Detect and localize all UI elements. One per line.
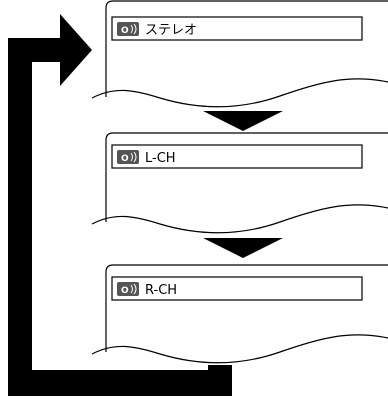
screen-panel-1-mode-bar — [111, 16, 363, 41]
screen-3-mode-label: R-CH — [145, 283, 177, 298]
down-arrow-1 — [203, 111, 283, 131]
screen-panel-3: O R-CH — [91, 264, 388, 364]
screen-panel-1-wave — [91, 78, 388, 108]
speaker-badge-label: O — [121, 154, 129, 164]
down-arrow-2 — [203, 238, 283, 258]
screen-2-mode-label: L-CH — [145, 151, 176, 166]
speaker-badge-label: O — [121, 286, 129, 296]
screen-panel-3-wave — [91, 334, 388, 364]
speaker-badge-label: O — [121, 26, 129, 36]
screen-panel-3-border — [105, 264, 388, 352]
screen-panel-1-border — [105, 0, 388, 97]
loop-back-arrow — [8, 14, 232, 396]
speaker-icon: O — [117, 150, 139, 164]
screen-panel-1: O ステレオ — [91, 0, 388, 108]
speaker-icon: O — [117, 22, 139, 36]
screen-panel-2-mode-bar — [111, 144, 363, 169]
speaker-icon: O — [117, 282, 139, 296]
screen-panel-3-mode-bar — [111, 276, 363, 301]
screen-1-mode-label: ステレオ — [145, 23, 197, 38]
screen-panel-2-wave — [91, 204, 388, 234]
screen-panel-2: O L-CH — [91, 132, 388, 234]
screen-panel-2-border — [105, 132, 388, 222]
